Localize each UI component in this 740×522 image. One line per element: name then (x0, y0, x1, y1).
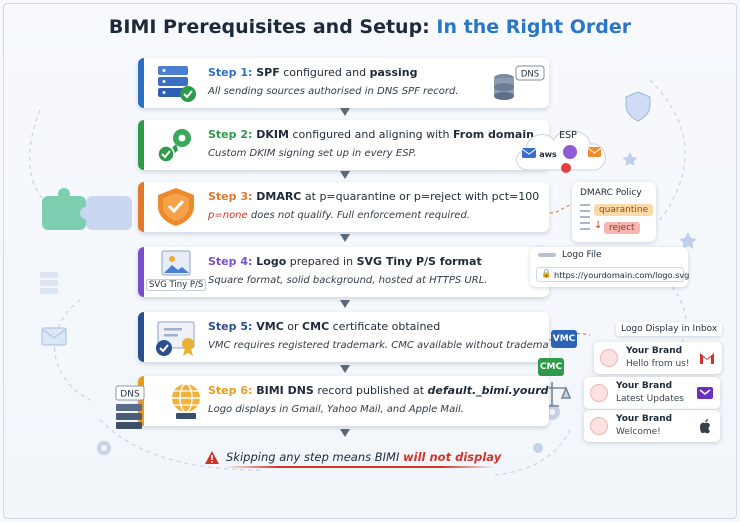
vmc-badge: VMC (551, 330, 577, 348)
message-subject: Welcome! (616, 427, 661, 437)
apple-icon (700, 419, 710, 434)
arrow-down-icon (340, 429, 350, 437)
shield-icon (625, 91, 651, 122)
image-file-icon (161, 250, 191, 276)
envelope-icon (41, 327, 67, 346)
dmarc-policy-title: DMARC Policy (580, 188, 642, 198)
step-card-1: Step 1: SPF configured and passing All s… (138, 58, 549, 108)
puzzle-icon (42, 188, 132, 230)
brand-avatar (600, 349, 618, 367)
url-bar (536, 267, 684, 282)
globe-server-icon (172, 383, 200, 419)
star-icon (622, 152, 697, 249)
certificate-icon (156, 321, 195, 356)
step-bar (138, 182, 144, 232)
arrow-down-icon (340, 300, 350, 308)
step-title: Step 2: DKIM configured and aligning wit… (208, 128, 534, 141)
step-title: Step 6: BIMI DNS record published at def… (208, 384, 549, 397)
warning-text: Skipping any step means BIMI will not di… (226, 450, 502, 464)
server-check-icon (158, 66, 196, 102)
step-card-3: Step 3: DMARC at p=quarantine or p=rejec… (138, 182, 549, 232)
step-description: All sending sources authorised in DNS SP… (208, 86, 459, 97)
yahoo-icon (697, 387, 713, 399)
arrow-down-icon (340, 365, 350, 373)
arrow-down-icon (340, 234, 350, 242)
step-description: Custom DKIM signing set up in every ESP. (208, 148, 417, 159)
step-bar (138, 120, 144, 170)
quarantine-badge: quarantine (594, 204, 654, 216)
dns-server-icon: DNS (115, 385, 145, 429)
message-subject: Hello from us! (626, 359, 690, 369)
key-check-icon (157, 129, 191, 163)
warning-underline (224, 466, 496, 468)
warning-icon (205, 451, 219, 464)
logo-url: https://yourdomain.com/logo.svg (554, 270, 690, 280)
database-icon: DNS (494, 65, 545, 100)
step-title: Step 5: VMC or CMC certificate obtained (208, 320, 441, 333)
logo-file-title: Logo File (562, 250, 602, 260)
title-accent: In the Right Order (436, 16, 632, 38)
sender-name: Your Brand (616, 381, 673, 391)
message-subject: Latest Updates (616, 394, 684, 404)
step-bar (138, 312, 144, 362)
brand-avatar (590, 417, 608, 435)
dns-label: DNS (120, 390, 140, 400)
dmarc-policy-card: DMARC Policy quarantine reject ↓ (572, 182, 656, 242)
step-description: Logo displays in Gmail, Yahoo Mail, and … (208, 404, 464, 415)
shield-check-icon (158, 188, 194, 226)
inbox-row-apple: Your Brand Welcome! (584, 410, 720, 442)
step-card-5: Step 5: VMC or CMC certificate obtained … (138, 312, 549, 362)
step-bar (138, 376, 144, 426)
down-arrow-icon: ↓ (594, 220, 603, 231)
step-card-2: Step 2: DKIM configured and aligning wit… (138, 120, 549, 170)
step-description: p=none does not qualify. Full enforcemen… (208, 210, 470, 221)
cmc-badge: CMC (538, 358, 564, 376)
step-card-4: SVG Tiny P/S Step 4: Logo prepared in SV… (138, 247, 549, 297)
lock-icon: 🔒 (541, 269, 552, 279)
step-description: VMC requires registered trademark. CMC a… (208, 340, 549, 351)
server-icon (40, 272, 58, 294)
sender-name: Your Brand (616, 414, 673, 424)
dns-label: DNS (521, 70, 539, 80)
brand-avatar (590, 384, 608, 402)
inbox-row-yahoo: Your Brand Latest Updates (584, 377, 720, 409)
sender-name: Your Brand (626, 346, 683, 356)
step-description: Square format, solid background, hosted … (208, 275, 488, 286)
arrow-down-icon (340, 171, 350, 179)
step-title: Step 1: SPF configured and passing (208, 66, 418, 79)
esp-cloud-icon: ESP aws (516, 130, 606, 173)
doc-lines (580, 204, 590, 234)
step-bar (138, 247, 144, 297)
step-title: Step 4: Logo prepared in SVG Tiny P/S fo… (208, 255, 482, 268)
aws-label: aws (539, 150, 557, 159)
step-title: Step 3: DMARC at p=quarantine or p=rejec… (208, 190, 540, 203)
arrow-down-icon (340, 108, 350, 116)
step-bar (138, 58, 144, 108)
inbox-row-gmail: Your Brand Hello from us! (594, 342, 722, 374)
esp-label: ESP (559, 130, 577, 141)
page-title: BIMI Prerequisites and Setup: In the Rig… (0, 16, 740, 38)
reject-badge: reject (604, 222, 640, 234)
logo-display-title: Logo Display in Inbox (616, 322, 723, 336)
gmail-icon (700, 353, 714, 364)
svg-tiny-badge: SVG Tiny P/S (146, 279, 207, 291)
logo-file-card: Logo File 🔒 https://yourdomain.com/logo.… (530, 247, 690, 287)
step-card-6: Step 6: BIMI DNS record published at def… (138, 376, 549, 426)
doc-lines (538, 253, 556, 257)
title-main: BIMI Prerequisites and Setup: (108, 16, 430, 38)
